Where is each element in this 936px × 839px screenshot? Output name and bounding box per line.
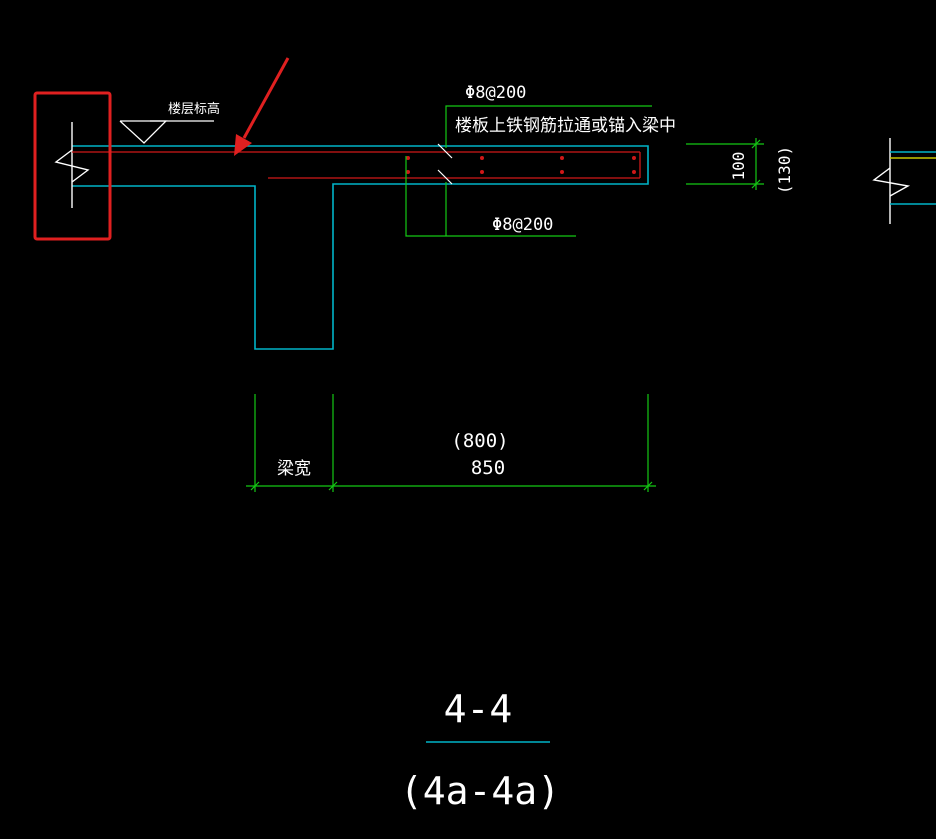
span-dimension bbox=[246, 394, 656, 492]
beam-width-label: 梁宽 bbox=[277, 459, 311, 479]
break-line-right bbox=[872, 138, 936, 224]
break-line-left bbox=[54, 122, 90, 208]
section-subtitle: (4a-4a) bbox=[400, 769, 560, 813]
section-title: 4-4 bbox=[444, 687, 513, 731]
slab-top-edge bbox=[72, 145, 649, 350]
span-label: 850 bbox=[471, 457, 505, 479]
slab-thickness-alt-label: (130) bbox=[775, 146, 794, 194]
top-rebar-note: 楼板上铁钢筋拉通或锚入梁中 bbox=[455, 116, 676, 136]
rebars bbox=[72, 151, 641, 179]
floor-elevation-label: 楼层标高 bbox=[168, 101, 220, 117]
span-alt-label: (800) bbox=[451, 430, 508, 452]
rebar-ticks bbox=[437, 143, 453, 185]
slab-thickness-label: 100 bbox=[729, 152, 748, 181]
red-arrow-icon bbox=[234, 57, 290, 156]
slab-beam-outline bbox=[72, 145, 649, 350]
rebar-leaders bbox=[405, 105, 652, 237]
top-rebar-label: Φ8@200 bbox=[465, 83, 526, 103]
rebar-dots bbox=[406, 156, 636, 174]
highlight-box bbox=[33, 91, 112, 241]
elevation-symbol bbox=[119, 120, 214, 144]
bottom-rebar-label: Φ8@200 bbox=[492, 215, 553, 235]
thickness-dimension bbox=[686, 138, 764, 190]
